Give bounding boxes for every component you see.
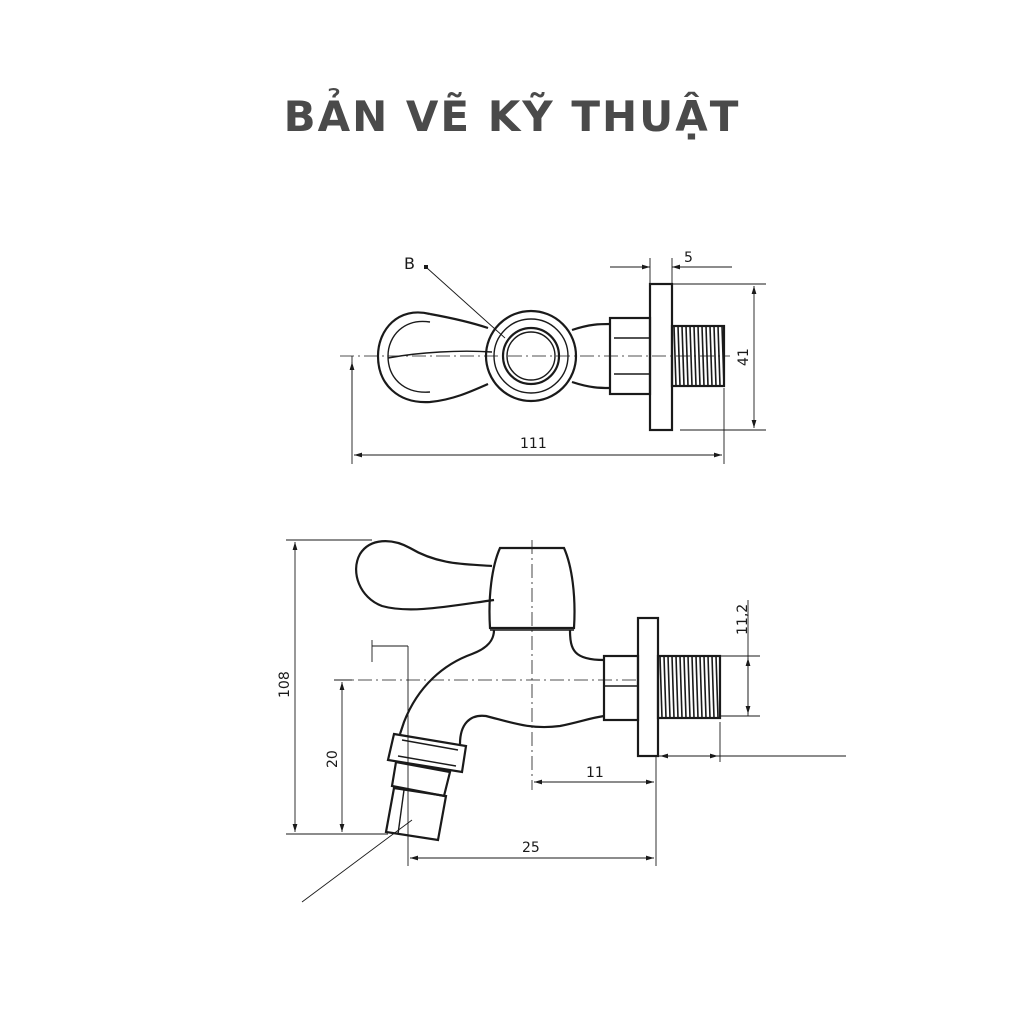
dim-thickness: 5 [610,250,732,284]
side-thread [656,654,722,720]
dim-height-41: 41 [672,283,766,431]
thread-line [681,325,685,387]
svg-text:41: 41 [736,348,752,366]
svg-text:108: 108 [277,671,293,698]
side-hex-nut [602,654,640,722]
nozzle-leader [301,819,413,903]
svg-text:20: 20 [325,750,341,768]
side-spout-nozzle [384,732,468,842]
top-view: B 5 41 111 [340,250,766,464]
side-flange [636,616,660,758]
dim-offset-11: 11 [534,756,657,866]
thread-line [693,325,697,387]
thread-line [689,325,693,387]
thread-line [717,325,721,387]
top-handle [376,311,493,404]
thread-line [701,325,705,387]
svg-text:25: 25 [522,840,540,856]
dim-length-111: 111 [349,356,725,464]
thread-line [685,325,689,387]
dim-width-25: 25 [410,840,654,861]
thread-line [673,325,677,387]
thread-line [697,325,701,387]
svg-text:111: 111 [520,436,547,452]
thread-line [695,655,699,719]
dim-spout-height-20: 20 [325,679,352,832]
thread-line [707,655,711,719]
thread-line [691,655,695,719]
thread-line [683,655,687,719]
thread-line [659,655,663,719]
thread-line [667,655,671,719]
top-valve-body [484,309,578,403]
top-thread [670,324,726,388]
thread-line [705,325,709,387]
dim-flange-bottom [658,722,846,762]
label-b-leader [426,267,506,339]
svg-text:5: 5 [684,250,693,266]
side-handle-lever [355,540,495,611]
thread-line [703,655,707,719]
dim-total-height-108: 108 [277,539,388,835]
page-title: BẢN VẼ KỸ THUẬT [283,92,741,141]
top-flange [648,282,674,432]
thread-line [709,325,713,387]
side-view: 108 20 11,2 [277,539,846,903]
svg-text:11,2: 11,2 [735,604,751,635]
thread-line [663,655,667,719]
thread-line [699,655,703,719]
thread-line [713,325,717,387]
thread-line [675,655,679,719]
svg-text:11: 11 [586,765,604,781]
side-spout-outer [398,629,496,735]
top-body-neck [571,322,611,390]
thread-line [677,325,681,387]
thread-line [715,655,719,719]
thread-line [687,655,691,719]
thread-line [721,325,725,387]
thread-line [679,655,683,719]
dim-spout-marker [371,640,409,866]
dim-thread-11-2: 11,2 [720,600,760,717]
thread-line [711,655,715,719]
label-b: B [404,254,415,273]
side-body-top [568,629,605,662]
side-bonnet [488,546,576,630]
thread-line [671,655,675,719]
side-body-bottom [458,714,605,745]
